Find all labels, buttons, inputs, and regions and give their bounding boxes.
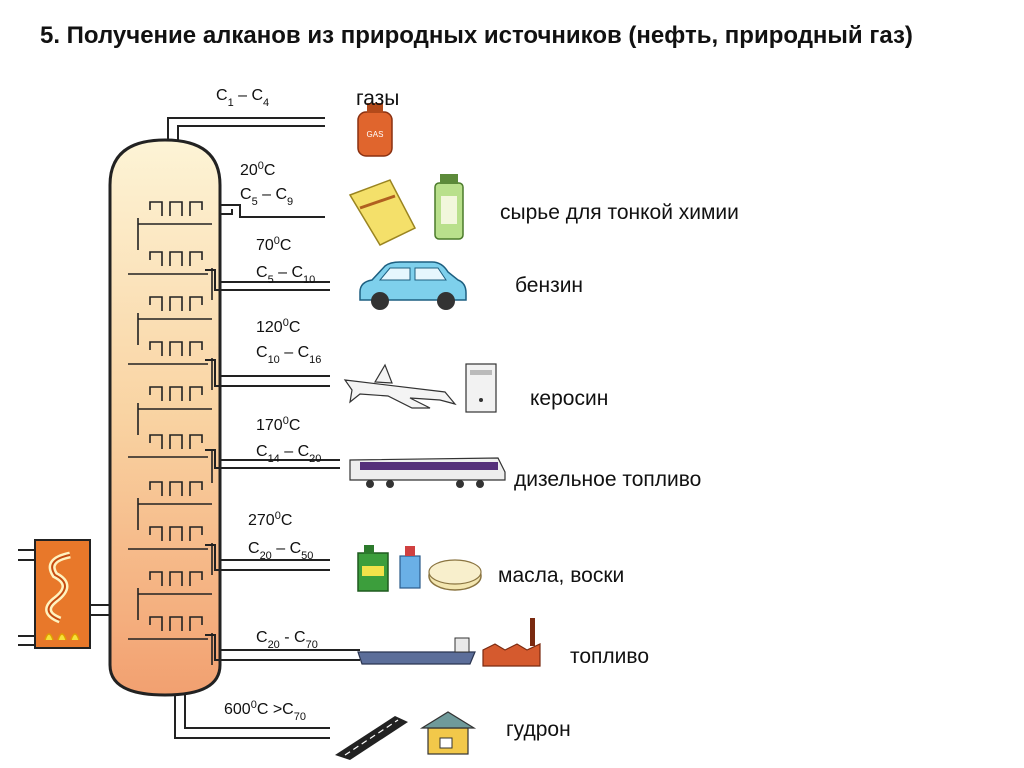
carbon-range-label: C20 - C70 xyxy=(256,629,318,651)
carbon-range-label: C20 – C50 xyxy=(248,540,313,562)
furnace xyxy=(18,539,110,649)
product-label: бензин xyxy=(515,274,583,297)
chemicals-icon xyxy=(348,174,464,246)
temperature-label: 200C xyxy=(240,160,275,179)
distillation-column xyxy=(108,138,222,697)
product-label: дизельное топливо xyxy=(514,468,701,491)
factory-icon xyxy=(482,618,541,667)
carbon-range-label: C10 – C16 xyxy=(256,344,321,366)
airplane-icon xyxy=(343,363,457,409)
temperature-label: 700C xyxy=(256,235,291,254)
temperature-label: 1200C xyxy=(256,317,300,336)
pipe-gas xyxy=(167,117,325,140)
oil-can-icon xyxy=(357,545,482,592)
product-label: топливо xyxy=(570,645,649,668)
temperature-label: 2700C xyxy=(248,510,292,529)
product-label: сырье для тонкой химии xyxy=(500,201,739,224)
product-label: газы xyxy=(356,87,399,110)
temperature-label: 1700C xyxy=(256,415,300,434)
temperature-label: 6000C >C70 xyxy=(224,699,306,723)
product-label: масла, воски xyxy=(498,564,624,587)
product-label: керосин xyxy=(530,387,608,410)
pipe-residue xyxy=(174,695,330,739)
train-icon xyxy=(349,457,506,488)
carbon-range-label: C5 – C10 xyxy=(256,264,315,286)
slide-title: 5. Получение алканов из природных источн… xyxy=(40,22,913,49)
gas-cylinder-icon: GAS xyxy=(357,103,393,157)
road-icon xyxy=(335,716,408,760)
ship-icon xyxy=(357,637,476,665)
product-label: гудрон xyxy=(506,718,571,741)
carbon-range-label: C5 – C9 xyxy=(240,186,293,208)
carbon-range-label: C1 – C4 xyxy=(216,87,269,109)
column-trays xyxy=(128,201,213,665)
computer-icon xyxy=(465,363,497,413)
carbon-range-label: C14 – C20 xyxy=(256,443,321,465)
car-icon xyxy=(359,261,467,310)
svg-text:GAS: GAS xyxy=(367,130,384,139)
house-icon xyxy=(419,711,477,755)
side-pipes xyxy=(205,204,360,661)
